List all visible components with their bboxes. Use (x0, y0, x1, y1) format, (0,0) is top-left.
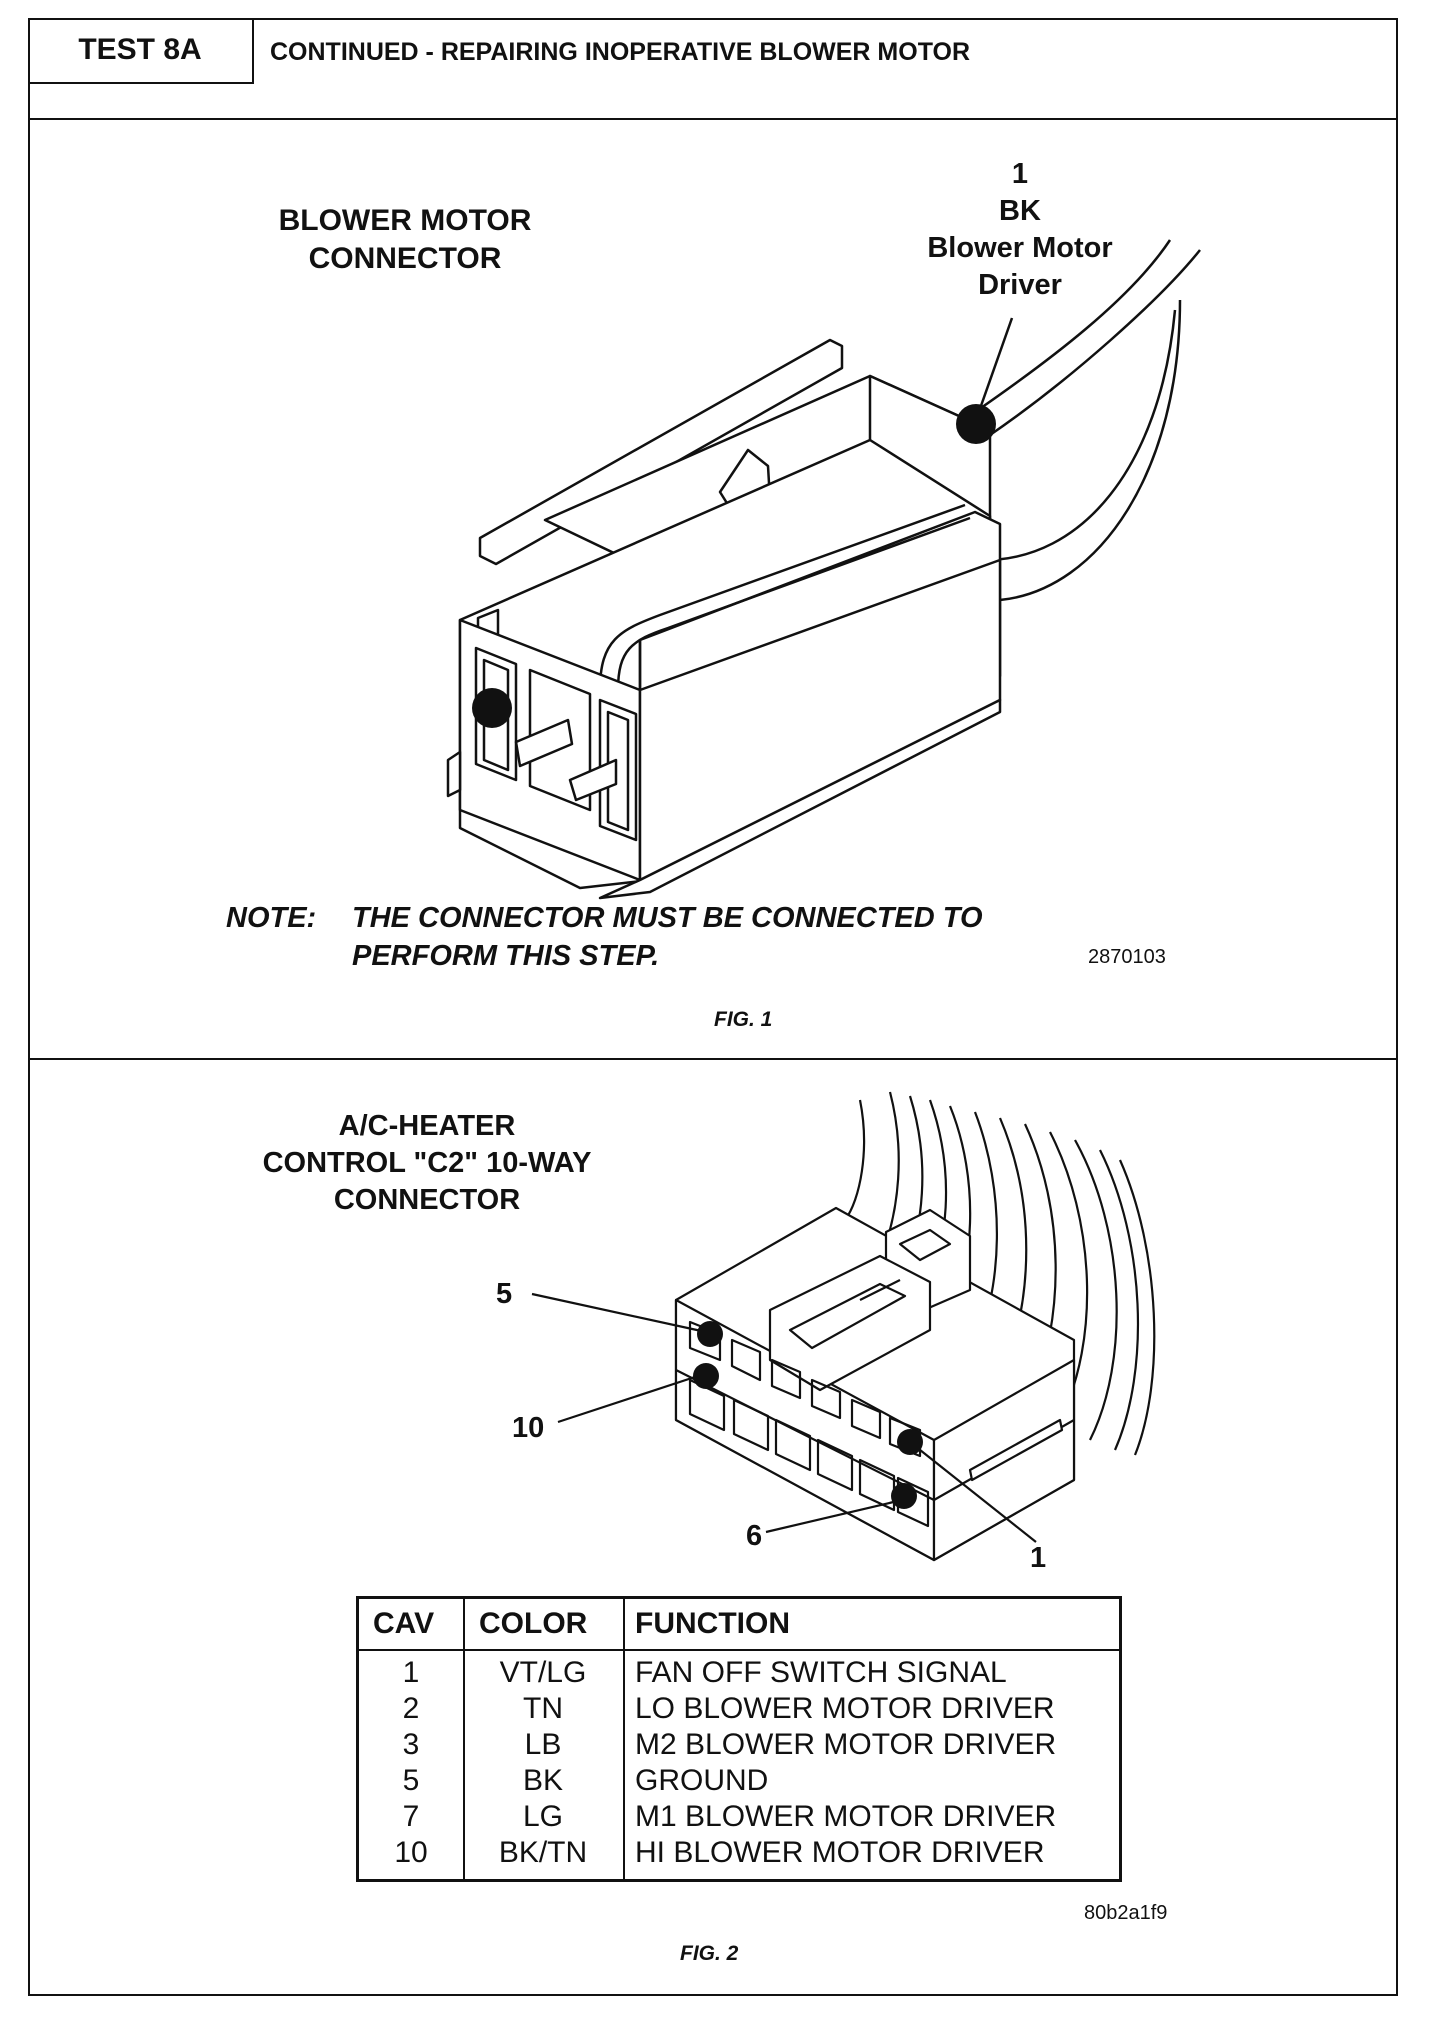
fig2-cav-5-dot (697, 1321, 723, 1347)
fig2-title-line1: A/C-HEATER (338, 1110, 516, 1142)
table-cell-function: M2 BLOWER MOTOR DRIVER (635, 1728, 1057, 1761)
table-cell-function: FAN OFF SWITCH SIGNAL (635, 1656, 1007, 1689)
fig2-cav-1-dot (897, 1429, 923, 1455)
table-header-function: FUNCTION (635, 1607, 790, 1640)
fig1-title: BLOWER MOTOR CONNECTOR (250, 202, 560, 277)
header-divider (28, 118, 1398, 120)
fig2-image-code: 80b2a1f9 (1084, 1902, 1168, 1924)
fig1-callout-color: BK (999, 195, 1041, 228)
fig2-title-line3: CONNECTOR (333, 1183, 521, 1216)
table-cell-cav: 3 (402, 1728, 420, 1761)
table-col-cav: 1 2 3 5 7 10 (359, 1655, 463, 1879)
table-header-cav: CAV (373, 1607, 435, 1640)
fig2-caption: FIG. 2 (680, 1942, 739, 1965)
page-frame (28, 18, 1398, 1996)
table-cell-function: M1 BLOWER MOTOR DRIVER (635, 1800, 1057, 1833)
table-cell-color: VT/LG (499, 1656, 587, 1689)
note-prefix: NOTE: (226, 902, 317, 934)
fig2-callout-5: 5 (496, 1278, 513, 1310)
table-divider-2 (623, 1599, 625, 1879)
fig1-callout-dot-2 (472, 688, 512, 728)
fig1-callout-cav: 1 (1011, 158, 1029, 190)
table-cell-function: HI BLOWER MOTOR DRIVER (635, 1836, 1045, 1869)
fig2-cav-10-dot (693, 1363, 719, 1389)
fig2-callout-6: 6 (746, 1520, 763, 1552)
table-cell-color: BK/TN (498, 1836, 588, 1869)
note-line-1: THE CONNECTOR MUST BE CONNECTED TO (352, 902, 983, 934)
fig1-title-line1: BLOWER MOTOR (278, 204, 532, 237)
table-cell-cav: 7 (402, 1800, 420, 1833)
fig1-caption: FIG. 1 (714, 1008, 773, 1031)
page-title: CONTINUED - REPAIRING INOPERATIVE BLOWER… (270, 38, 971, 66)
table-cell-color: BK (522, 1764, 564, 1797)
table-col-color: VT/LG TN LB BK LG BK/TN (463, 1655, 623, 1879)
table-cell-color: TN (523, 1692, 563, 1725)
fig1-callout-function-1: Blower Motor (927, 232, 1113, 265)
fig2-callout-1: 1 (1030, 1542, 1047, 1574)
fig2-title-line2: CONTROL "C2" 10-WAY (262, 1146, 592, 1179)
table-col-function: FAN OFF SWITCH SIGNAL LO BLOWER MOTOR DR… (635, 1655, 1119, 1879)
test-label: TEST 8A (28, 18, 254, 84)
note-line-2: PERFORM THIS STEP. (352, 940, 660, 972)
table-header-color: COLOR (479, 1607, 588, 1640)
fig1-callout-function-2: Driver (978, 269, 1062, 302)
fig2-title: A/C-HEATER CONTROL "C2" 10-WAY CONNECTOR (222, 1108, 632, 1218)
cavity-table: CAV COLOR FUNCTION 1 2 3 5 7 10 VT/LG TN… (356, 1596, 1122, 1882)
fig1-image-code: 2870103 (1088, 946, 1166, 968)
table-cell-cav: 10 (394, 1836, 428, 1869)
table-cell-function: LO BLOWER MOTOR DRIVER (635, 1692, 1055, 1725)
fig1-callout-dot-1 (956, 404, 996, 444)
table-header-divider (359, 1649, 1119, 1651)
table-cell-function: GROUND (635, 1764, 769, 1797)
table-cell-cav: 1 (402, 1656, 420, 1689)
fig1-callout: 1 BK Blower Motor Driver (900, 156, 1140, 304)
fig2-callout-10: 10 (512, 1412, 545, 1444)
table-cell-color: LB (524, 1728, 562, 1761)
fig1-title-line2: CONNECTOR (308, 241, 502, 275)
table-cell-cav: 5 (402, 1764, 420, 1797)
table-divider-1 (463, 1599, 465, 1879)
fig2-cav-6-dot (891, 1483, 917, 1509)
figure-divider (28, 1058, 1398, 1060)
table-cell-color: LG (522, 1800, 564, 1833)
table-cell-cav: 2 (402, 1692, 420, 1725)
